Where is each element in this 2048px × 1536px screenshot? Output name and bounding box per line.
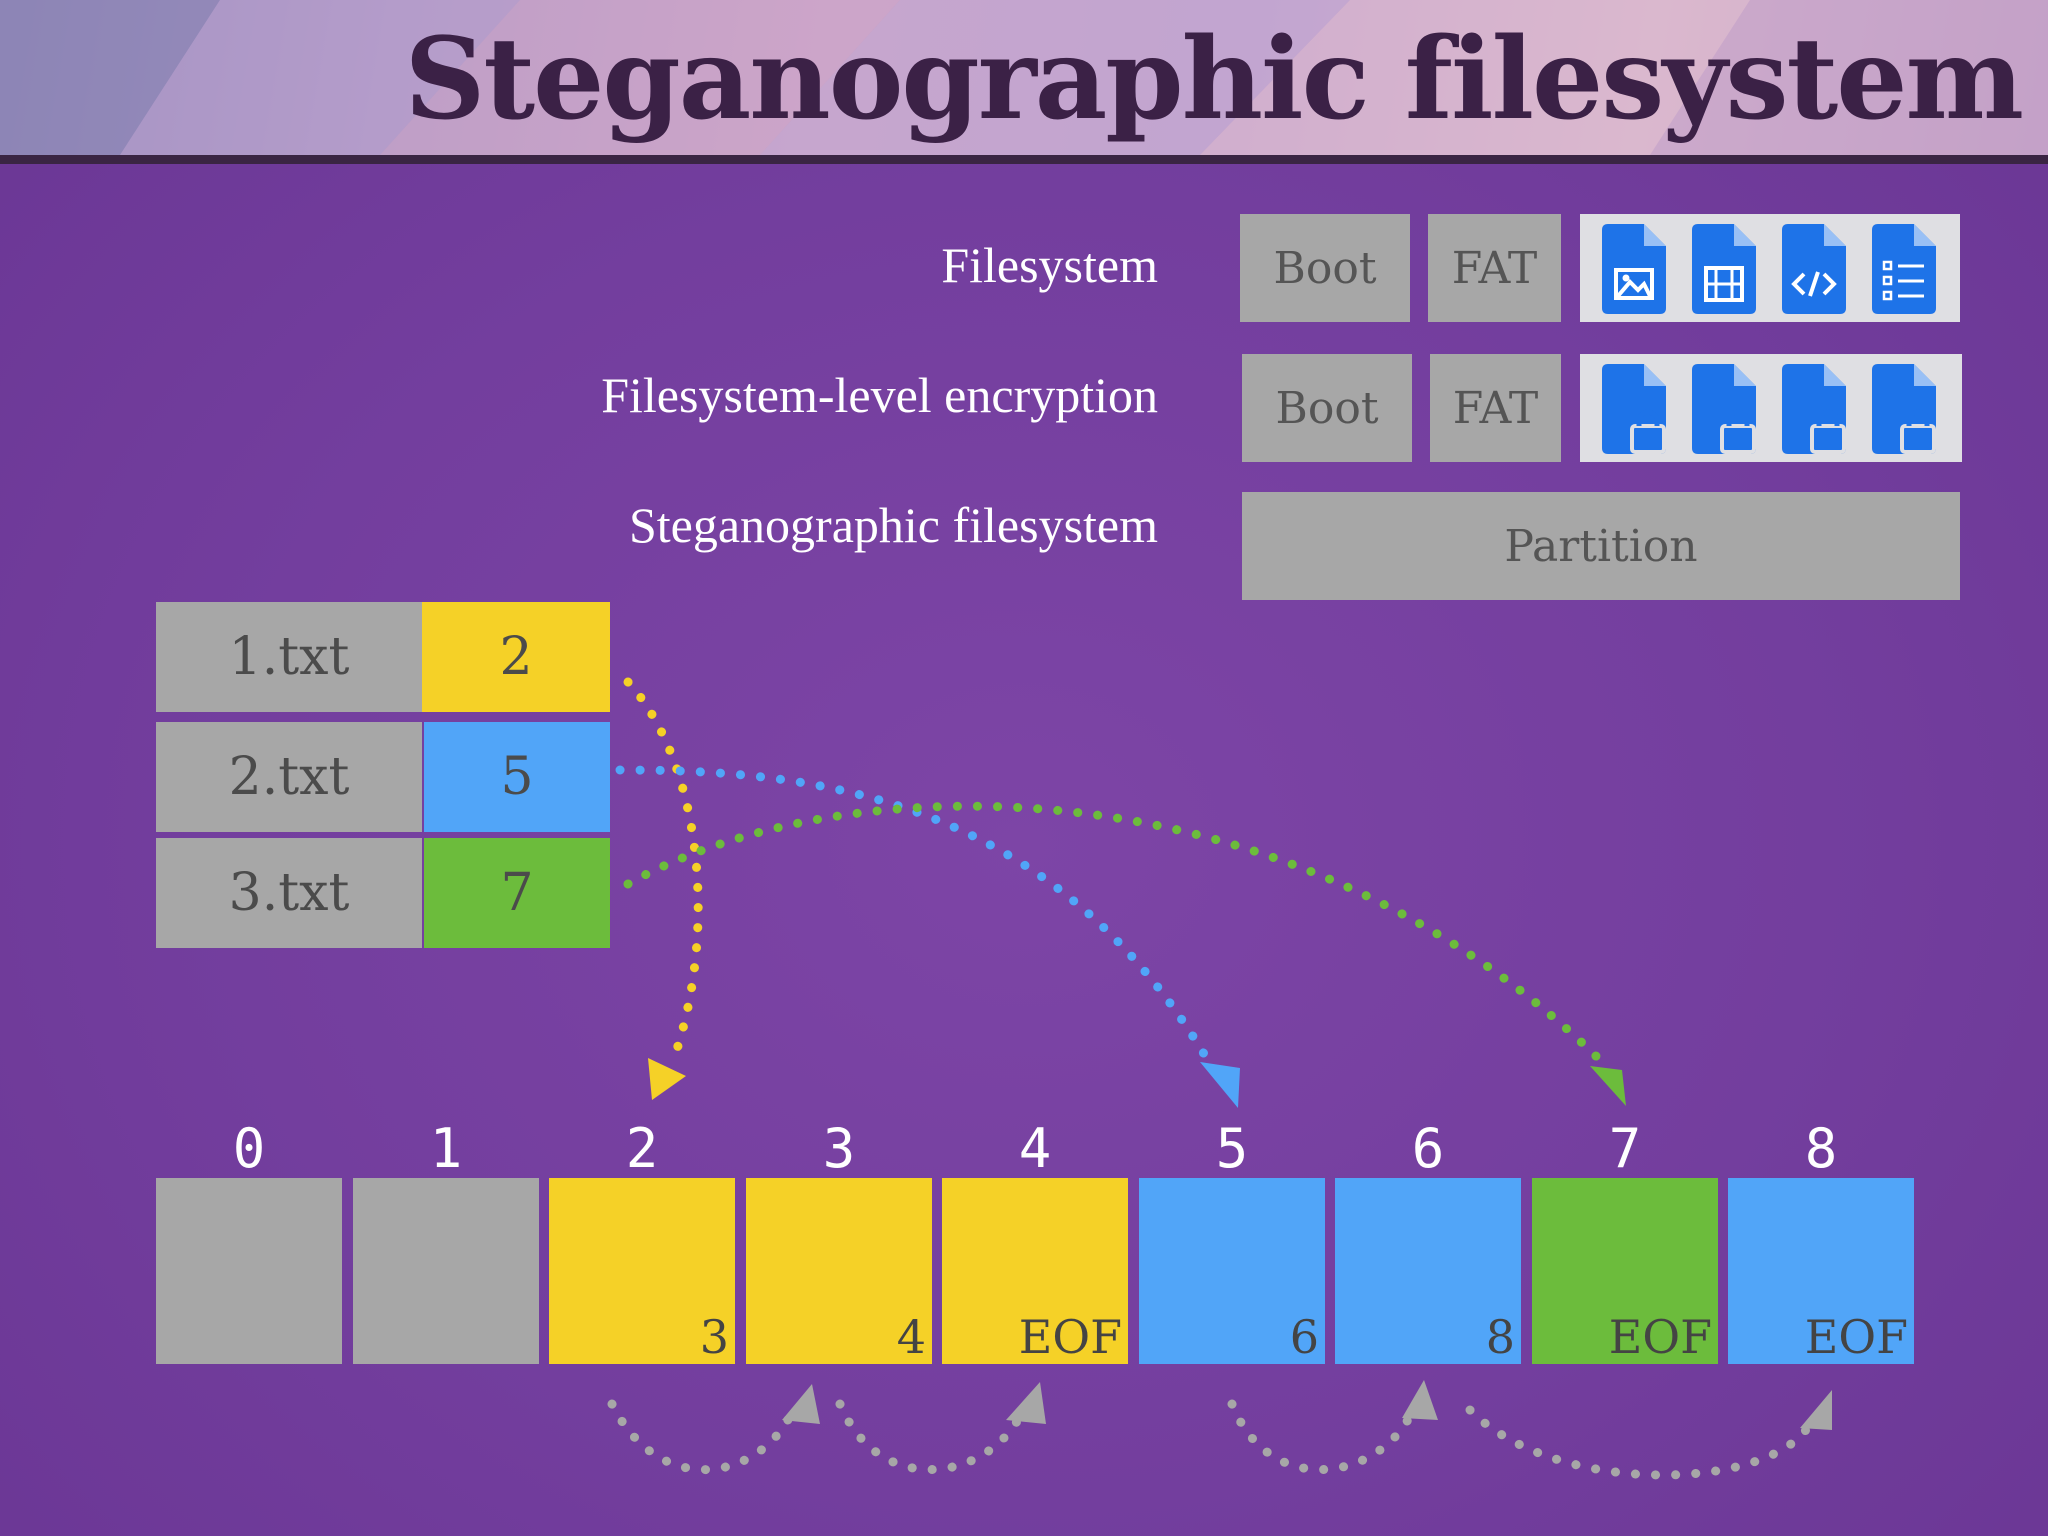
chain-3-to-4 <box>835 1399 1027 1474</box>
locked-file-icon <box>1782 364 1846 454</box>
boot-block: Boot <box>1240 214 1410 322</box>
locked-file-icon <box>1602 364 1666 454</box>
list-file-icon <box>1872 224 1936 314</box>
cluster-next: EOF <box>1018 1310 1122 1364</box>
title-divider <box>0 155 2048 164</box>
cluster-7: EOF <box>1532 1178 1718 1364</box>
cluster-next: EOF <box>1608 1310 1712 1364</box>
cluster-0 <box>156 1178 342 1364</box>
cluster-next: 3 <box>699 1310 729 1364</box>
arrowhead-gray-3 <box>782 1384 820 1424</box>
cluster-next: 8 <box>1485 1310 1515 1364</box>
cluster-2: 3 <box>549 1178 735 1364</box>
cluster-index-4: 4 <box>1018 1117 1052 1180</box>
cluster-next: 4 <box>896 1310 926 1364</box>
arrowhead-gray-4 <box>1006 1382 1046 1424</box>
cluster-index-5: 5 <box>1215 1117 1249 1180</box>
cluster-3: 4 <box>746 1178 932 1364</box>
arrowhead-blue <box>1200 1062 1240 1108</box>
cluster-next: EOF <box>1804 1310 1908 1364</box>
chain-6-to-8 <box>1465 1405 1817 1480</box>
cluster-5: 6 <box>1139 1178 1325 1364</box>
banner-background <box>0 0 2048 155</box>
chain-5-to-6 <box>1227 1399 1417 1474</box>
dir-start-1: 2 <box>422 602 610 712</box>
title-banner: Steganographic filesystem <box>0 0 2048 155</box>
locked-file-icon <box>1872 364 1936 454</box>
cluster-next: 6 <box>1289 1310 1319 1364</box>
cluster-index-2: 2 <box>625 1117 659 1180</box>
partition-block: Partition <box>1242 492 1960 600</box>
row-label-encryption: Filesystem-level encryption <box>601 367 1158 423</box>
cluster-8: EOF <box>1728 1178 1914 1364</box>
pointer-1txt-to-2 <box>623 677 703 1069</box>
cluster-4: EOF <box>942 1178 1128 1364</box>
cluster-index-6: 6 <box>1411 1117 1445 1180</box>
cluster-index-3: 3 <box>822 1117 856 1180</box>
row-label-filesystem: Filesystem <box>941 237 1158 293</box>
pointer-2txt-to-5 <box>615 765 1215 1069</box>
cluster-index-8: 8 <box>1804 1117 1838 1180</box>
cluster-index-7: 7 <box>1608 1117 1642 1180</box>
dir-name-3: 3.txt <box>156 838 422 948</box>
dir-start-3: 7 <box>424 838 610 948</box>
image-file-icon <box>1602 224 1666 314</box>
cluster-1 <box>353 1178 539 1364</box>
fat-block: FAT <box>1428 214 1561 322</box>
files-area <box>1580 214 1960 322</box>
cluster-index-1: 1 <box>429 1117 463 1180</box>
dir-name-1: 1.txt <box>156 602 422 712</box>
row-label-stego: Steganographic filesystem <box>628 497 1158 553</box>
arrowhead-gray-8 <box>1800 1390 1832 1430</box>
video-file-icon <box>1692 224 1756 314</box>
fat-block: FAT <box>1430 354 1561 462</box>
cluster-index-0: 0 <box>232 1117 266 1180</box>
boot-block: Boot <box>1242 354 1412 462</box>
arrowhead-yellow <box>648 1058 686 1100</box>
dir-start-2: 5 <box>424 722 610 832</box>
pointer-3txt-to-7 <box>623 801 1609 1069</box>
locked-file-icon <box>1692 364 1756 454</box>
cluster-6: 8 <box>1335 1178 1521 1364</box>
encrypted-files-area <box>1580 354 1962 462</box>
chain-2-to-3 <box>607 1399 797 1475</box>
code-file-icon <box>1782 224 1846 314</box>
page-title: Steganographic filesystem <box>404 14 2024 145</box>
arrowhead-gray-6 <box>1402 1380 1438 1420</box>
dir-name-2: 2.txt <box>156 722 422 832</box>
arrowhead-green <box>1590 1066 1626 1106</box>
